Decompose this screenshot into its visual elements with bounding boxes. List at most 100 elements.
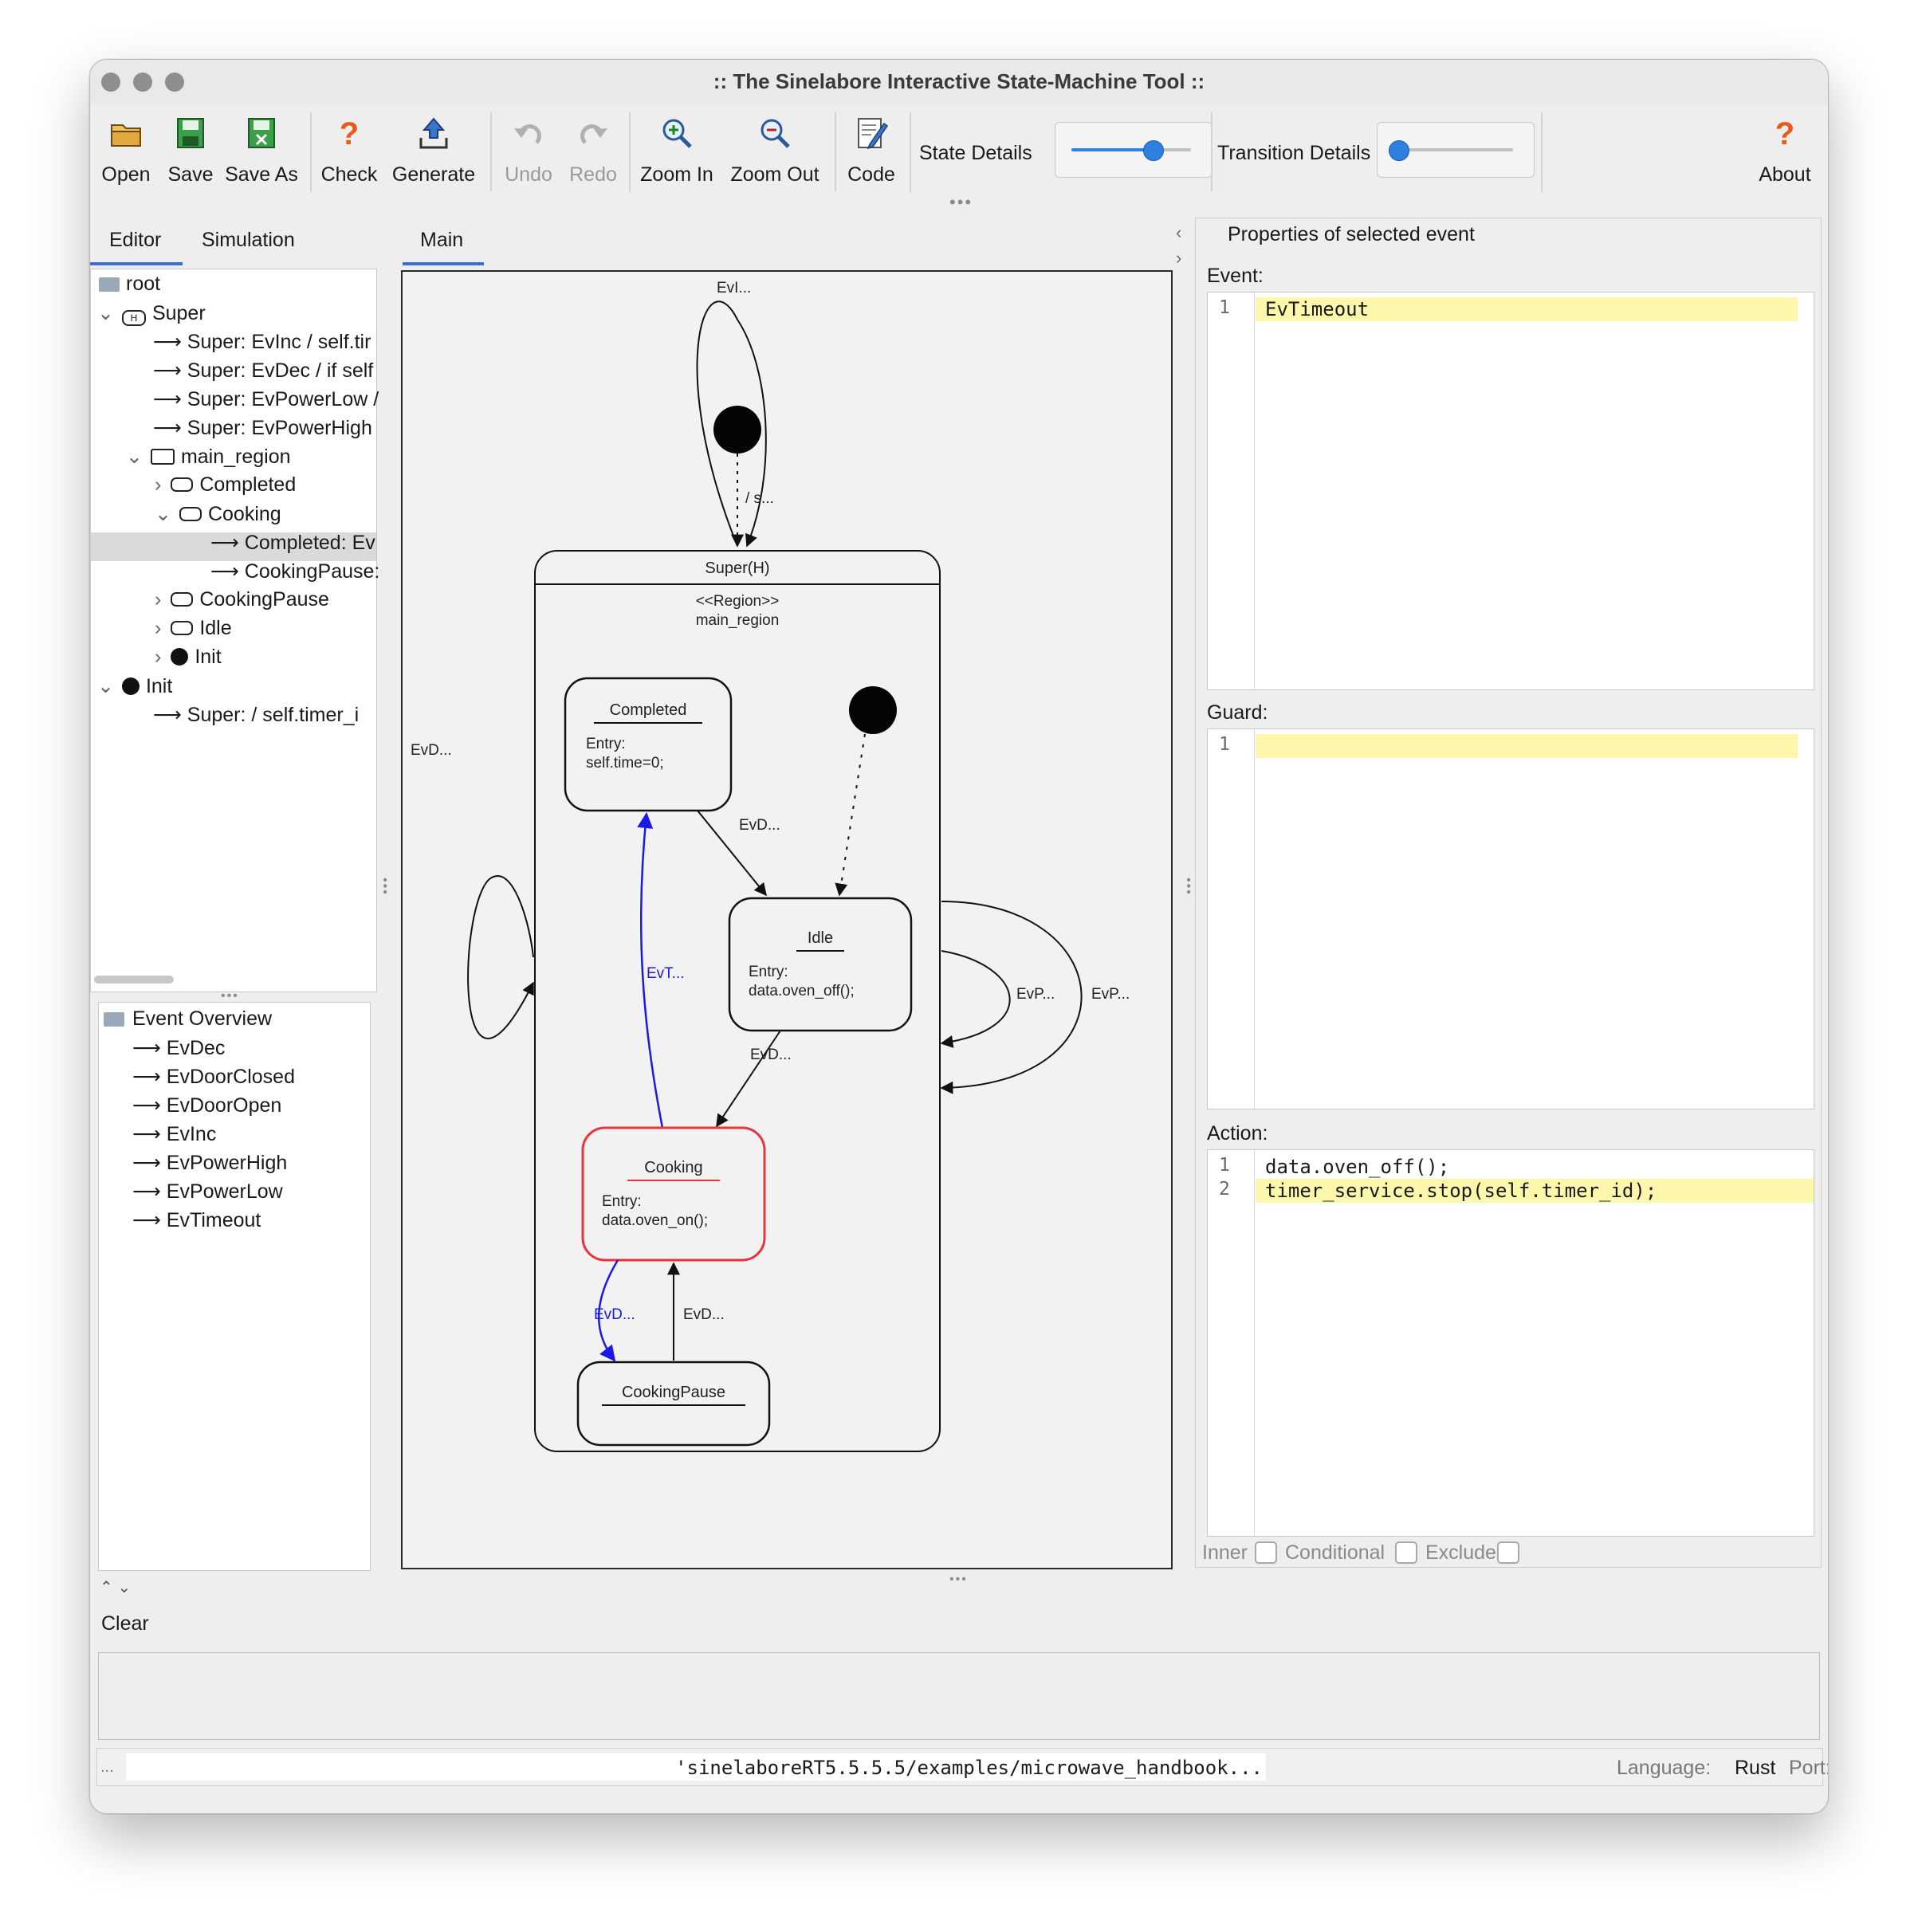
event-item[interactable]: ⟶ EvPowerLow [132, 1180, 283, 1203]
slider-knob[interactable] [1389, 140, 1409, 161]
tree-item-transition[interactable]: ⟶ CookingPause: [210, 560, 380, 583]
save-as-button[interactable]: Save As [218, 104, 305, 198]
tree-item-cooking[interactable]: ⌄Cooking [155, 503, 281, 525]
language-value: Rust [1735, 1757, 1776, 1779]
close-window-button[interactable] [101, 73, 120, 92]
inner-checkbox[interactable] [1255, 1541, 1277, 1564]
tree-item-completed[interactable]: ›Completed [155, 473, 297, 496]
minimize-window-button[interactable] [133, 73, 152, 92]
zoom-in-button[interactable]: Zoom In [632, 104, 721, 198]
current-line-highlight [1256, 1179, 1814, 1203]
tree-item-transition[interactable]: ⟶ Super: EvDec / if self [153, 359, 374, 382]
transition-details-slider[interactable] [1377, 122, 1535, 178]
event-item[interactable]: ⟶ EvDoorClosed [132, 1066, 295, 1088]
state-details-slider[interactable] [1055, 122, 1213, 178]
left-splitter-grip[interactable]: ••• [378, 878, 391, 896]
super-state-title: Super(H) [705, 560, 769, 577]
transition-evinc-loop[interactable] [696, 300, 767, 548]
horizontal-scrollbar[interactable] [94, 976, 174, 984]
check-button[interactable]: ? Check [313, 104, 385, 198]
state-cookingpause[interactable] [576, 1361, 771, 1447]
line-number: 1 [1219, 734, 1230, 755]
event-item[interactable]: ⟶ EvTimeout [132, 1209, 261, 1231]
action-label: Action: [1207, 1122, 1268, 1145]
line-gutter [1208, 729, 1255, 1109]
tree-item-main-region[interactable]: ⌄main_region [126, 446, 291, 468]
conditional-checkbox[interactable] [1395, 1541, 1417, 1564]
action-code-line-1: data.oven_off(); [1265, 1156, 1450, 1178]
event-label: Event: [1207, 265, 1264, 287]
arrow-right-icon: ⟶ [132, 1180, 167, 1203]
chevron-right-icon: › [155, 646, 162, 668]
maximize-window-button[interactable] [165, 73, 184, 92]
action-editor[interactable]: 1 2 data.oven_off(); timer_service.stop(… [1207, 1149, 1814, 1537]
transition-cooking-completed[interactable] [637, 812, 664, 1129]
expand-collapse-arrows[interactable]: ⌃ ⌄ [100, 1579, 132, 1596]
exclude-checkbox[interactable] [1497, 1541, 1519, 1564]
redo-button[interactable]: Redo [560, 104, 626, 198]
state-cooking-entry-label: Entry: [602, 1193, 642, 1210]
transition-idle-cooking[interactable] [716, 1030, 781, 1128]
app-window: :: The Sinelabore Interactive State-Mach… [89, 59, 1829, 1814]
event-item[interactable]: ⟶ EvPowerHigh [132, 1152, 288, 1174]
code-button[interactable]: Code [839, 104, 903, 198]
tree-item-root[interactable]: root [99, 273, 160, 296]
inner-initial-state[interactable] [849, 686, 897, 734]
arrow-right-icon: ⟶ [132, 1123, 167, 1145]
state-cooking-active[interactable] [581, 1126, 766, 1262]
chevron-right-icon[interactable]: › [1176, 248, 1182, 268]
tree-item-transition[interactable]: ⟶ Super: / self.timer_i [153, 704, 360, 726]
tree-item-init[interactable]: ⌄Init [97, 675, 173, 697]
save-button[interactable]: Save [160, 104, 221, 198]
generate-button[interactable]: Generate [385, 104, 482, 198]
bottom-splitter-grip[interactable]: ••• [949, 1573, 968, 1586]
console-output[interactable] [98, 1652, 1820, 1740]
tab-editor[interactable]: Editor [109, 229, 162, 251]
transition-label-self-outer: EvP... [1091, 986, 1130, 1003]
tree-item-idle[interactable]: ›Idle [155, 617, 232, 639]
event-editor[interactable]: 1 EvTimeout [1207, 292, 1814, 690]
state-completed[interactable] [564, 677, 733, 812]
zoom-out-button[interactable]: Zoom Out [723, 104, 827, 198]
toolbar-splitter-grip[interactable]: ••• [949, 192, 973, 212]
event-item[interactable]: ⟶ EvInc [132, 1123, 217, 1145]
undo-button[interactable]: Undo [495, 104, 562, 198]
tree-item-transition-selected[interactable]: ⟶ Completed: Ev [210, 532, 375, 554]
transition-evpowerlow-loop[interactable] [940, 950, 1011, 1048]
event-overview-header[interactable]: Event Overview [104, 1007, 272, 1031]
tab-main[interactable]: Main [420, 229, 464, 251]
export-icon [419, 117, 448, 149]
slider-knob[interactable] [1143, 140, 1164, 161]
outer-initial-state[interactable] [713, 406, 761, 454]
transition-evdec-loop[interactable] [467, 875, 534, 1039]
about-button[interactable]: ? About [1753, 104, 1817, 198]
chevron-left-icon[interactable]: ‹ [1176, 222, 1182, 242]
properties-header: Properties of selected event [1228, 223, 1475, 245]
guard-editor[interactable]: 1 [1207, 728, 1814, 1109]
event-item[interactable]: ⟶ EvDec [132, 1037, 226, 1059]
event-overview-panel: Event Overview ⟶ EvDec ⟶ EvDoorClosed ⟶ … [98, 1002, 371, 1571]
tab-simulation[interactable]: Simulation [202, 229, 295, 251]
language-label: Language: [1617, 1757, 1712, 1779]
right-splitter-grip[interactable]: ••• [1181, 878, 1195, 896]
event-item[interactable]: ⟶ EvDoorOpen [132, 1094, 282, 1117]
state-cooking-entry-action: data.oven_on(); [602, 1212, 708, 1229]
transition-completed-idle[interactable] [697, 810, 768, 897]
clear-button[interactable]: Clear [101, 1612, 149, 1635]
state-idle[interactable] [728, 897, 913, 1032]
tree-item-transition[interactable]: ⟶ Super: EvPowerHigh [153, 417, 372, 439]
diagram-canvas[interactable]: Super(H) <<Region>> main_region EvI... /… [401, 270, 1173, 1569]
transition-initial-inner[interactable] [835, 733, 866, 897]
transition-label-pause-cooking: EvD... [683, 1306, 725, 1323]
tree-item-init-inner[interactable]: ›Init [155, 646, 222, 668]
tree-item-transition[interactable]: ⟶ Super: EvInc / self.tir [153, 331, 371, 353]
tree-splitter-grip[interactable]: ••• [221, 989, 239, 1003]
port-label: Port: [1789, 1757, 1829, 1779]
tree-item-transition[interactable]: ⟶ Super: EvPowerLow / [153, 388, 379, 410]
transition-evpowerhigh-loop[interactable] [940, 901, 1083, 1094]
tab-editor-underline [90, 262, 183, 265]
transition-cooking-pause[interactable] [598, 1259, 619, 1362]
tree-item-cookingpause[interactable]: ›CookingPause [155, 588, 329, 611]
open-button[interactable]: Open [90, 104, 162, 198]
